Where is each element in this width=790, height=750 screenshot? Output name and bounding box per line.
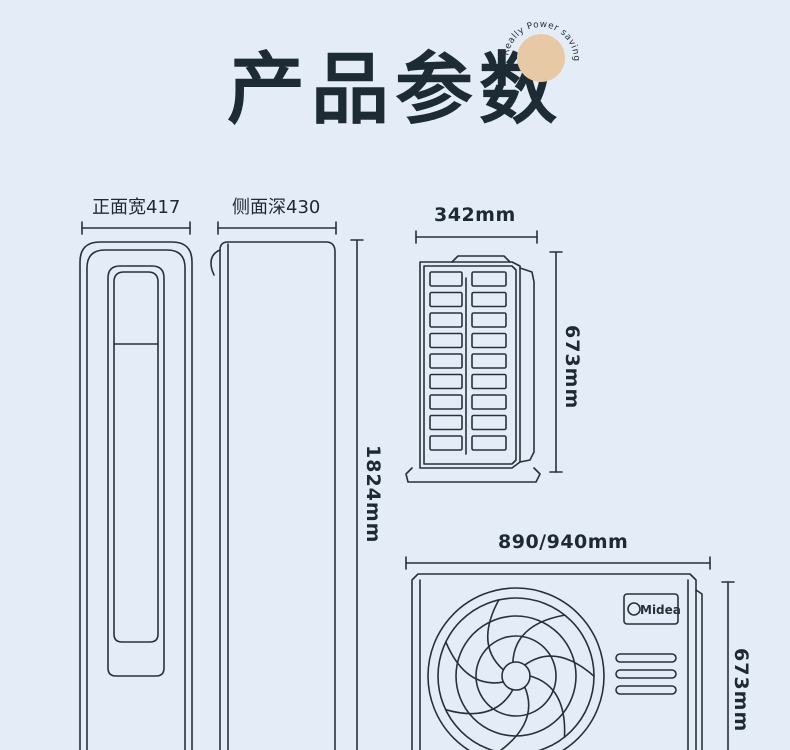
louver-slot [471, 353, 507, 369]
fan-blade [445, 641, 505, 684]
fan-blades [444, 599, 595, 750]
front-width-dimension [81, 221, 191, 235]
badge-circle [517, 34, 565, 82]
fan-blade [444, 688, 514, 715]
fan-blade [529, 675, 566, 738]
louver-slot [429, 414, 463, 431]
page-title: 产品参数 [226, 45, 563, 135]
louver-slot [429, 312, 463, 328]
louver-slot [471, 414, 507, 431]
indoor-height-dimension [350, 239, 364, 750]
louver-slot [471, 373, 507, 390]
outdoor-side-width-label: 342mm [434, 204, 516, 226]
outdoor-front-width-dimension [405, 556, 711, 570]
louver-slot [429, 332, 463, 349]
louver-slot [429, 435, 463, 451]
outdoor-front-width-label: 890/940mm [498, 531, 629, 553]
louver-slot [429, 271, 463, 287]
fan-blade [512, 614, 566, 664]
outdoor-side-view [405, 255, 541, 483]
louver-slot [471, 435, 507, 451]
louver-slot [429, 394, 463, 410]
outdoor-front-view [411, 573, 703, 750]
fan-blade [487, 599, 505, 671]
side-depth-label: 侧面深430 [232, 197, 321, 218]
louver-slot [471, 271, 507, 287]
power-saving-badge: Really Power saving [501, 20, 580, 82]
brand-logo: Midea [640, 603, 681, 617]
outdoor-side-height-dimension [549, 251, 563, 473]
louver-slot [429, 353, 463, 369]
louver-slot [471, 291, 507, 308]
indoor-front-view [79, 241, 193, 750]
outdoor-side-width-dimension [415, 230, 538, 244]
outdoor-front-height-dimension [721, 581, 735, 750]
outdoor-side-slots [429, 271, 507, 451]
louver-slot [429, 291, 463, 308]
indoor-side-view [210, 241, 336, 750]
fan-blade [499, 686, 530, 750]
louver-slot [471, 394, 507, 410]
side-depth-dimension [217, 221, 337, 235]
louver-slot [471, 312, 507, 328]
fan-blade [523, 655, 595, 677]
louver-slot [429, 373, 463, 390]
front-width-label: 正面宽417 [92, 197, 181, 218]
louver-slot [471, 332, 507, 349]
